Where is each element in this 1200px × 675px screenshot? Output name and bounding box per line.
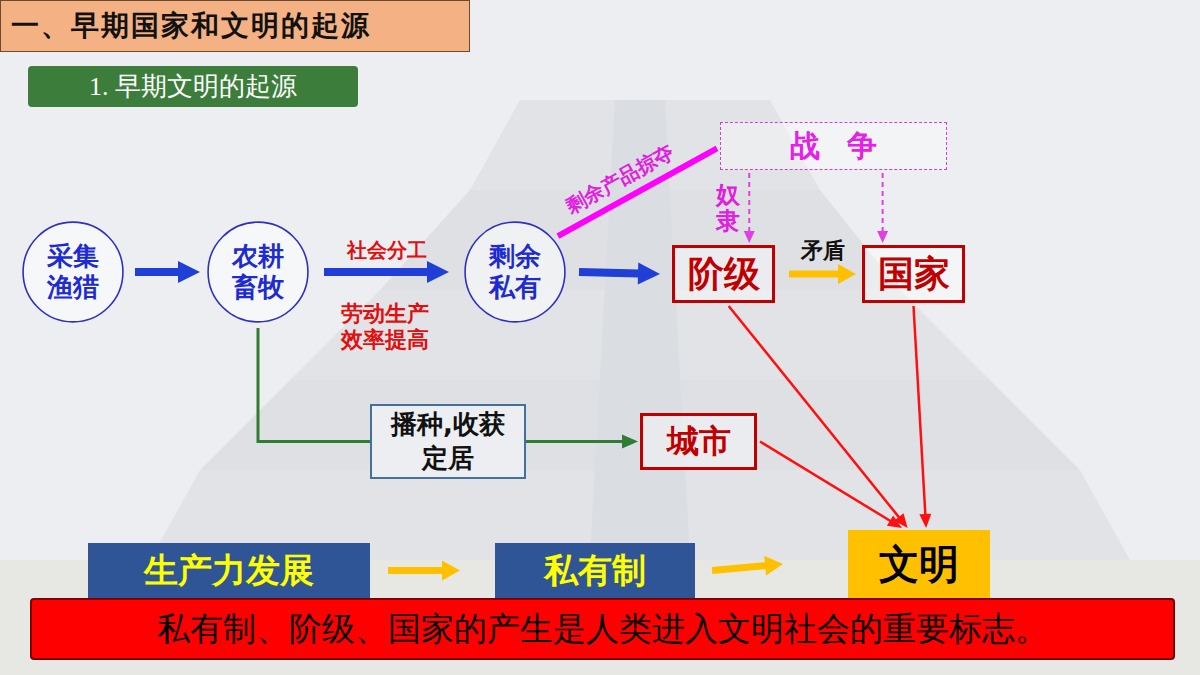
note-label: 劳动生产 效率提高 (337, 301, 434, 354)
connector (744, 173, 755, 243)
caption-bar: 私有制、阶级、国家的产生是人类进入文明社会的重要标志。 (30, 598, 1175, 660)
node-label: 城市 (667, 422, 731, 460)
arrow-head (887, 516, 902, 528)
summary-band: 生产力发展 (88, 543, 370, 598)
stage-circle: 采集 渔猎 (21, 220, 125, 324)
node-label: 私有制 (544, 550, 646, 591)
node-label: 剩余 私有 (484, 241, 546, 303)
edge-label: 剩余产品掠夺 (561, 140, 678, 219)
war-box: 战争 (720, 122, 947, 170)
caption-text: 私有制、阶级、国家的产生是人类进入文明社会的重要标志。 (157, 607, 1048, 652)
connector-line (882, 173, 884, 232)
connector (324, 261, 449, 283)
edge-label: 奴隶 (716, 182, 740, 235)
connector (760, 442, 902, 529)
concept-box: 国家 (862, 245, 965, 303)
arrow-head (877, 231, 888, 243)
edge-label: 社会分工 (347, 238, 427, 262)
connector-line (748, 173, 750, 232)
arrow-head (744, 231, 755, 243)
arrow-head (919, 514, 931, 528)
connector (789, 264, 856, 284)
title-text: 一、早期国家和文明的起源 (11, 7, 371, 45)
arrow-head (178, 261, 200, 283)
connector (877, 173, 888, 243)
connector (579, 262, 660, 284)
node-label: 战争 (763, 128, 904, 164)
circle-outline-path (465, 222, 565, 322)
connector-line (760, 442, 891, 522)
civilization-box: 文明 (848, 530, 990, 598)
connector-line (712, 566, 766, 571)
node-label: 文明 (879, 540, 959, 588)
arrow-head (622, 435, 638, 449)
section-heading-box: 1. 早期文明的起源 (28, 66, 358, 107)
arrow-head (638, 262, 660, 284)
concept-box: 阶级 (672, 245, 775, 303)
arrow-head (442, 561, 460, 581)
title-band: 一、早期国家和文明的起源 (0, 0, 470, 52)
edge-label: 播种,收获 定居 (370, 404, 525, 480)
node-label: 生产力发展 (144, 550, 314, 591)
circle-outline-path (23, 222, 123, 322)
edge-label: 矛盾 (801, 238, 845, 264)
concept-box: 城市 (640, 413, 757, 470)
circle-outline-path (208, 222, 308, 322)
node-label: 1. 早期文明的起源 (89, 71, 297, 102)
connector-line (914, 306, 926, 515)
arrow-head (838, 264, 856, 284)
connector (712, 556, 783, 576)
connector-line (388, 567, 443, 574)
connector-line (135, 268, 179, 276)
node-label: 国家 (878, 252, 950, 295)
arrow-head (427, 261, 449, 283)
connector-line (789, 271, 839, 278)
connector-line (729, 306, 900, 518)
arrow-head (764, 556, 783, 576)
node-label: 采集 渔猎 (42, 241, 104, 303)
node-label: 农耕 畜牧 (227, 241, 289, 303)
summary-band: 私有制 (495, 543, 695, 598)
connector (388, 561, 460, 581)
stage-circle: 农耕 畜牧 (206, 220, 310, 324)
node-label: 阶级 (688, 252, 760, 295)
connector-line (324, 268, 428, 276)
stage-circle: 剩余 私有 (463, 220, 567, 324)
connector (914, 306, 932, 528)
connector-line (579, 272, 639, 273)
connector (135, 261, 200, 283)
